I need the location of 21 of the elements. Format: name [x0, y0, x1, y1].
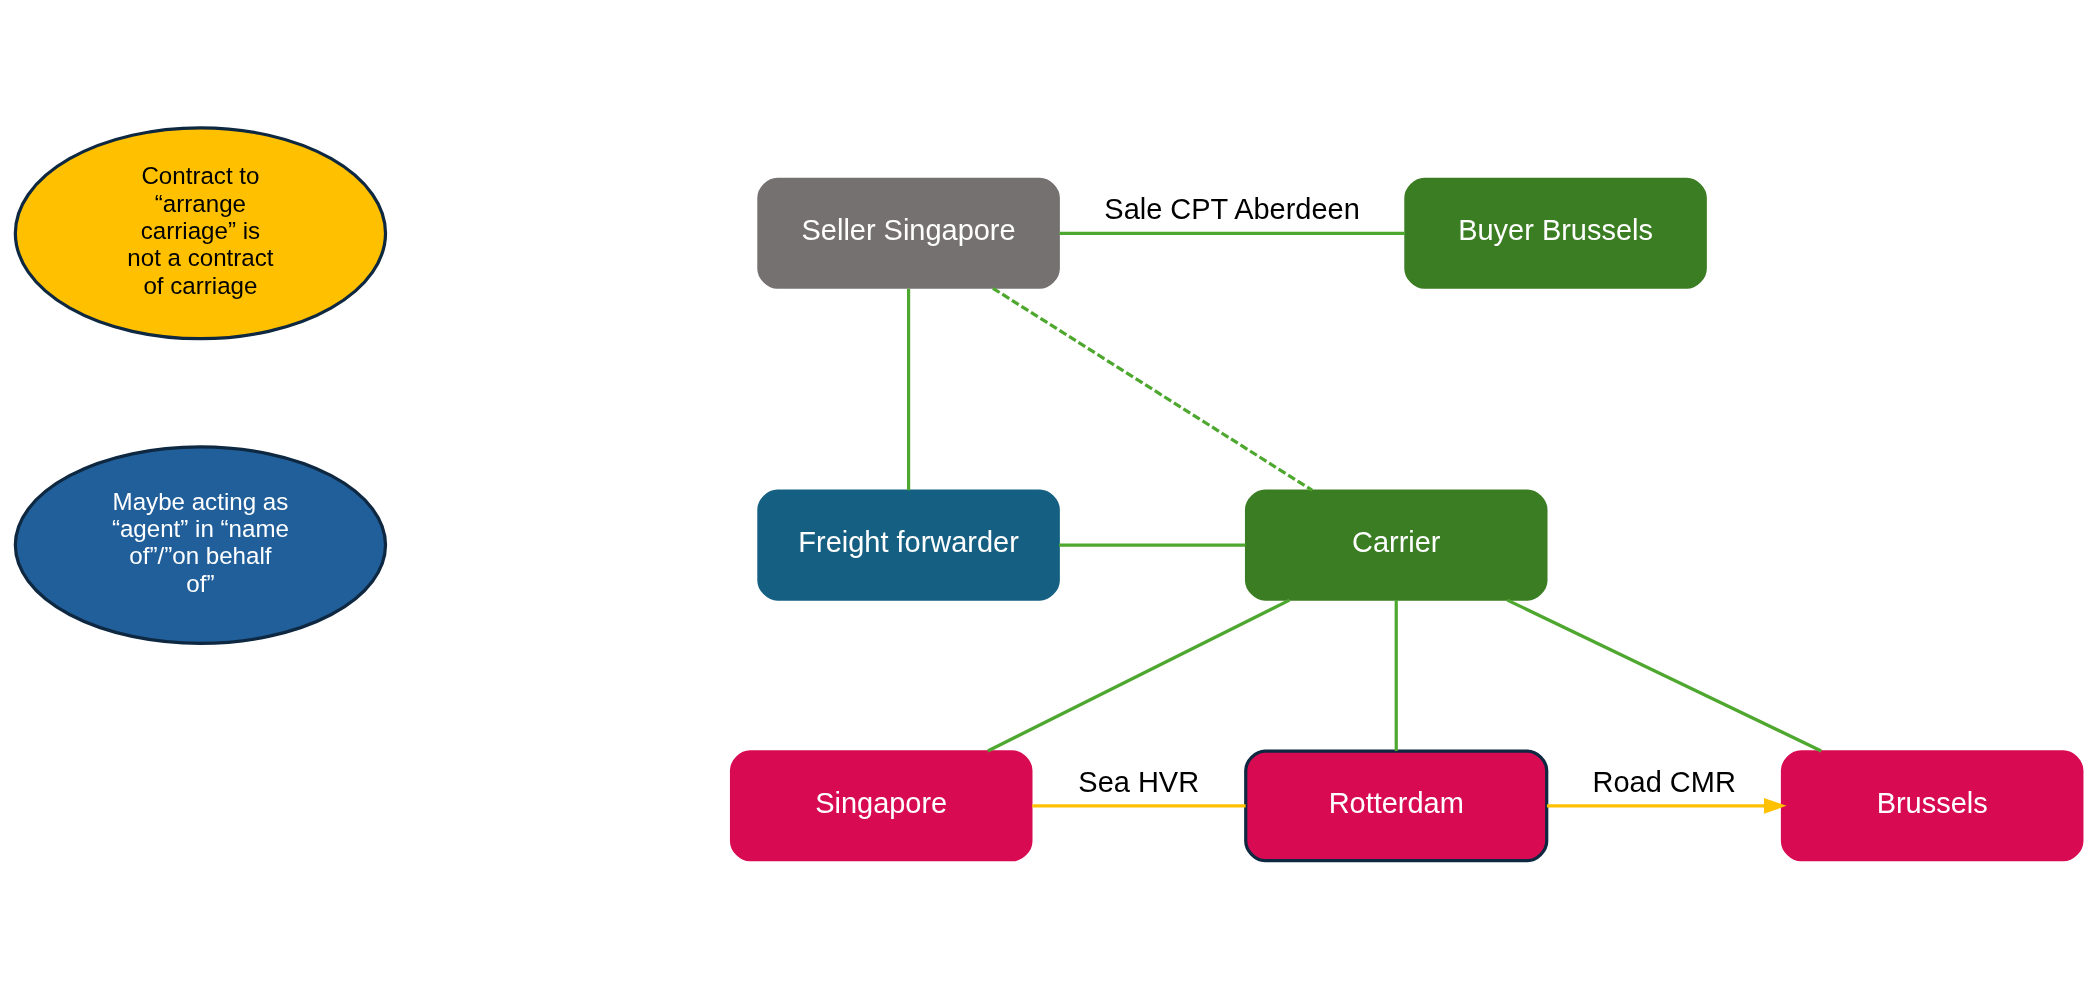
node-box: Buyer Brussels: [1404, 177, 1707, 289]
connector: [992, 286, 1313, 492]
node-ellipse: Contract to “arrange carriage” is not a contract of carriage: [13, 126, 388, 341]
node-box: Singapore: [729, 750, 1033, 862]
connector: [1394, 600, 1398, 751]
arrow: [1546, 797, 1787, 814]
node-box: Rotterdam: [1244, 749, 1549, 863]
node-box: Freight forwarder: [757, 489, 1060, 601]
edge-label: Road CMR: [1592, 766, 1736, 798]
edge-label: Sea HVR: [1078, 766, 1200, 798]
connector: [1032, 804, 1246, 808]
node-ellipse: Maybe acting as “agent” in “name of”/”on behalf of”: [13, 445, 388, 645]
connector: [1506, 598, 1822, 753]
node-box: Brussels: [1780, 750, 2084, 862]
edge-label: Sale CPT Aberdeen: [1104, 193, 1360, 226]
connector: [1059, 543, 1246, 547]
connector: [1059, 231, 1405, 235]
connector: [906, 288, 911, 491]
connector: [987, 598, 1291, 753]
node-box: Seller Singapore: [757, 177, 1060, 289]
node-box: Carrier: [1244, 489, 1548, 601]
